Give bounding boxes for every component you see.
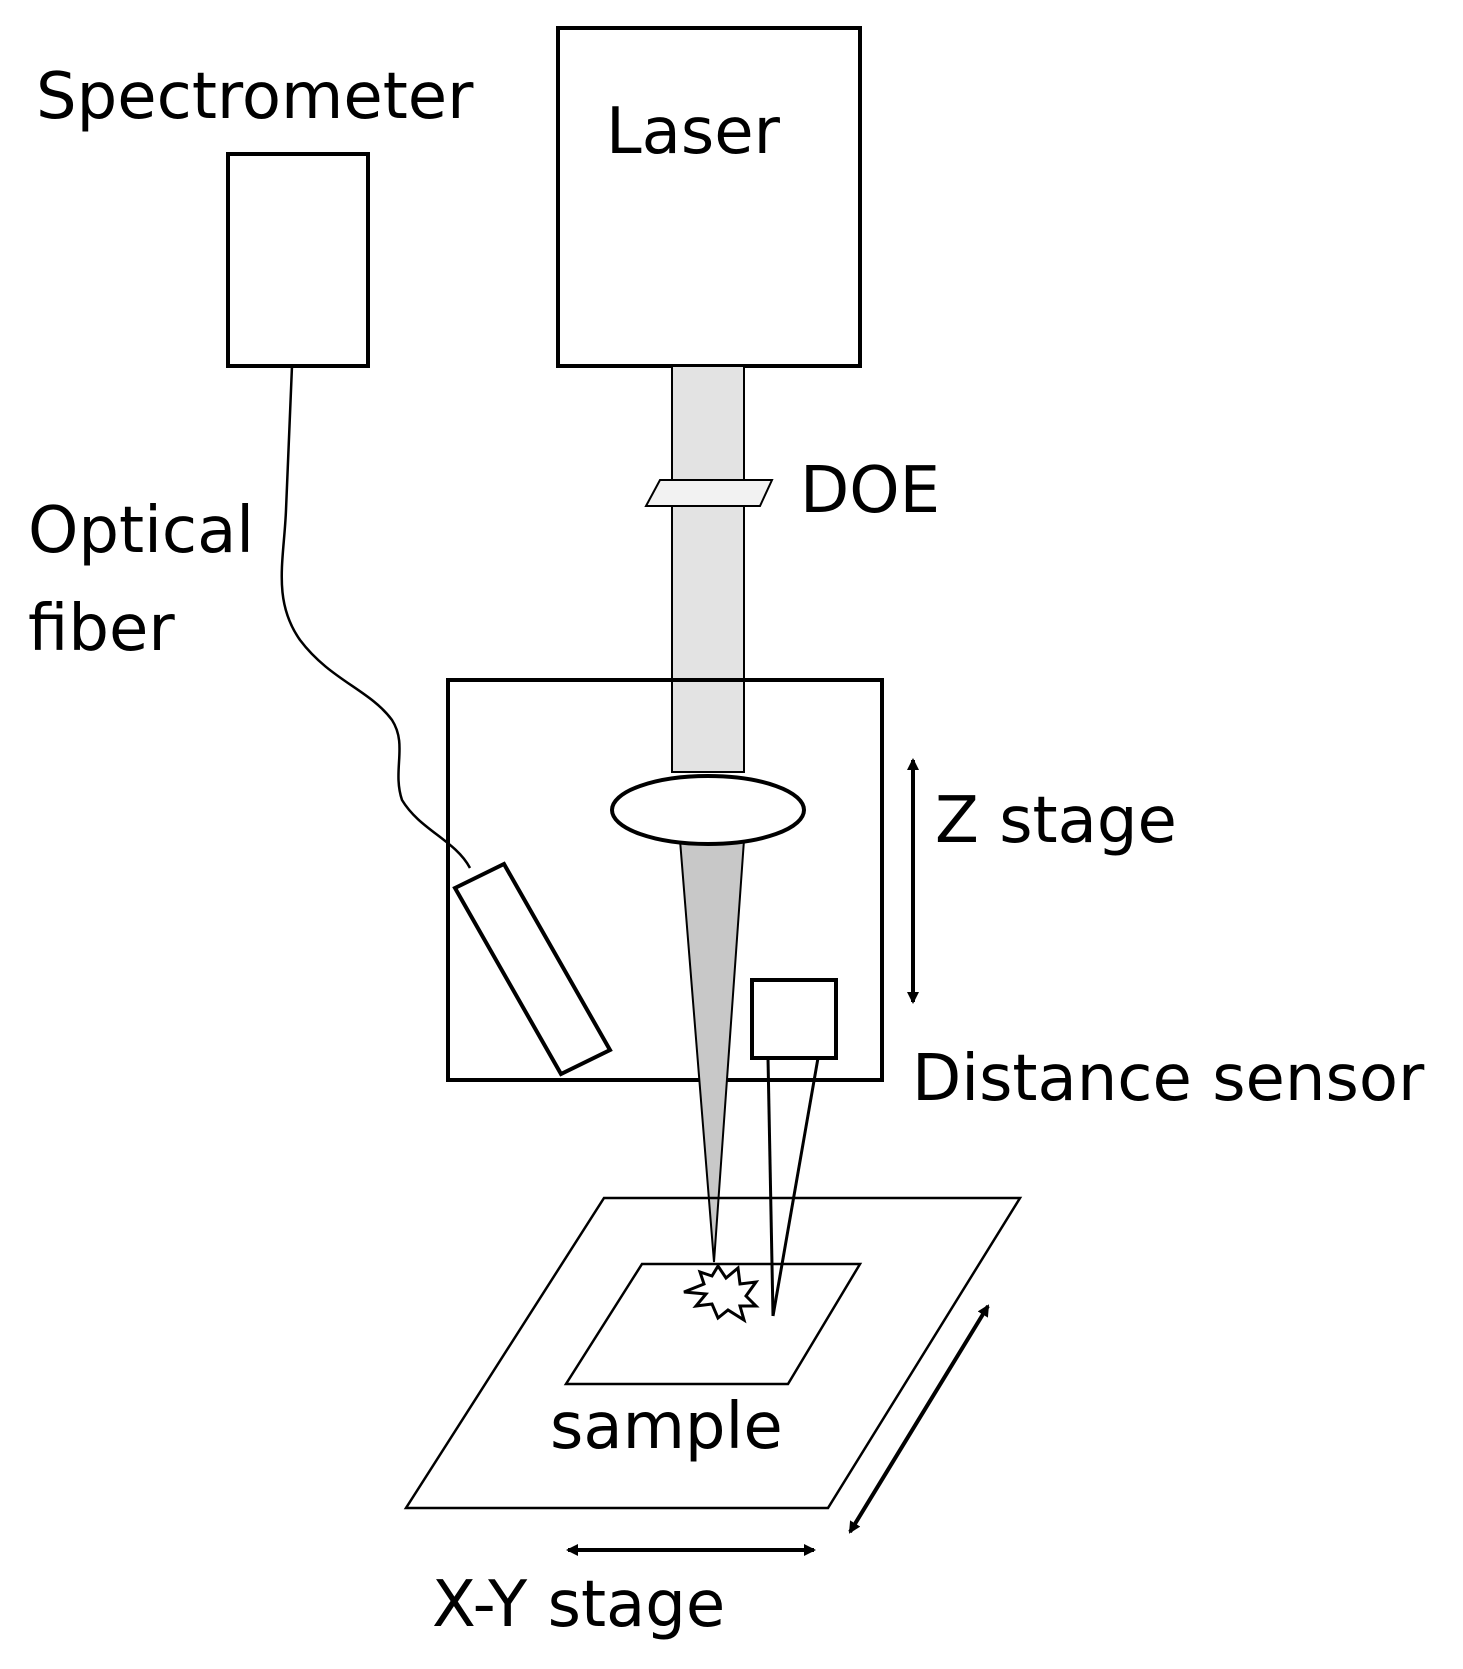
optical-fiber-cable — [280, 365, 472, 869]
distance-sensor-box — [750, 978, 838, 1060]
xy-stage-platform — [403, 1196, 1023, 1510]
doe-element — [644, 479, 774, 507]
collimated-beam — [671, 365, 745, 773]
laser-box — [556, 26, 862, 368]
y-axis-arrow — [848, 1304, 990, 1534]
spectrometer-box — [226, 152, 370, 368]
plasma-spark — [683, 1263, 760, 1324]
fiber-probe-head — [452, 861, 613, 1077]
spectrometer-label: Spectrometer — [36, 60, 474, 134]
sample-plate — [563, 1262, 863, 1386]
z-stage-label: Z stage — [935, 784, 1177, 858]
sample-label: sample — [550, 1390, 783, 1464]
optical-fiber-label-line2: fiber — [28, 592, 175, 666]
focusing-lens — [610, 774, 806, 846]
doe-label: DOE — [800, 454, 940, 528]
distance-sensor-beam-left — [766, 1057, 775, 1317]
optical-fiber-label-line1: Optical — [28, 494, 254, 568]
z-stage-housing — [446, 678, 884, 1082]
distance-sensor-label: Distance sensor — [912, 1042, 1425, 1116]
distance-sensor-beam-right — [771, 1057, 820, 1317]
laser-label: Laser — [606, 95, 781, 169]
xy-stage-label: X-Y stage — [432, 1568, 725, 1642]
